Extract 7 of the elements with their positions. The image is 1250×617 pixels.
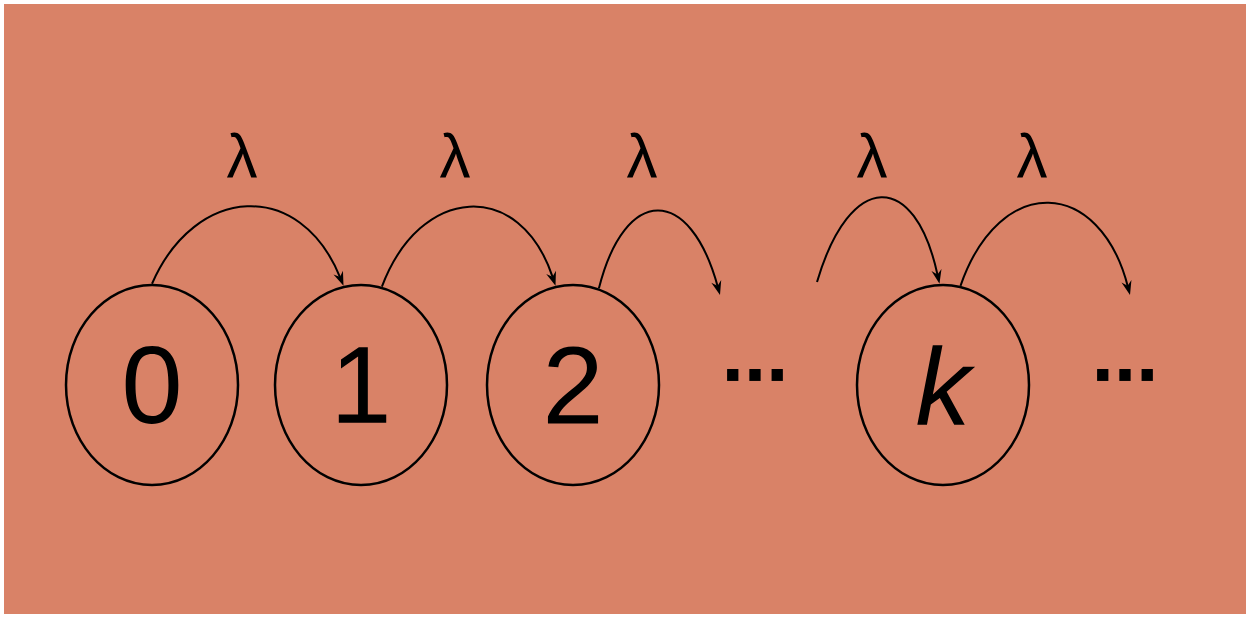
edge-label: λ — [626, 132, 657, 178]
edge-label: λ — [1016, 132, 1047, 178]
arrow — [380, 205, 556, 288]
edge-label: λ — [439, 132, 470, 178]
edge-label: λ — [856, 132, 887, 178]
edge-label: λ — [226, 132, 257, 178]
ellipsis-text: ... — [727, 369, 783, 381]
